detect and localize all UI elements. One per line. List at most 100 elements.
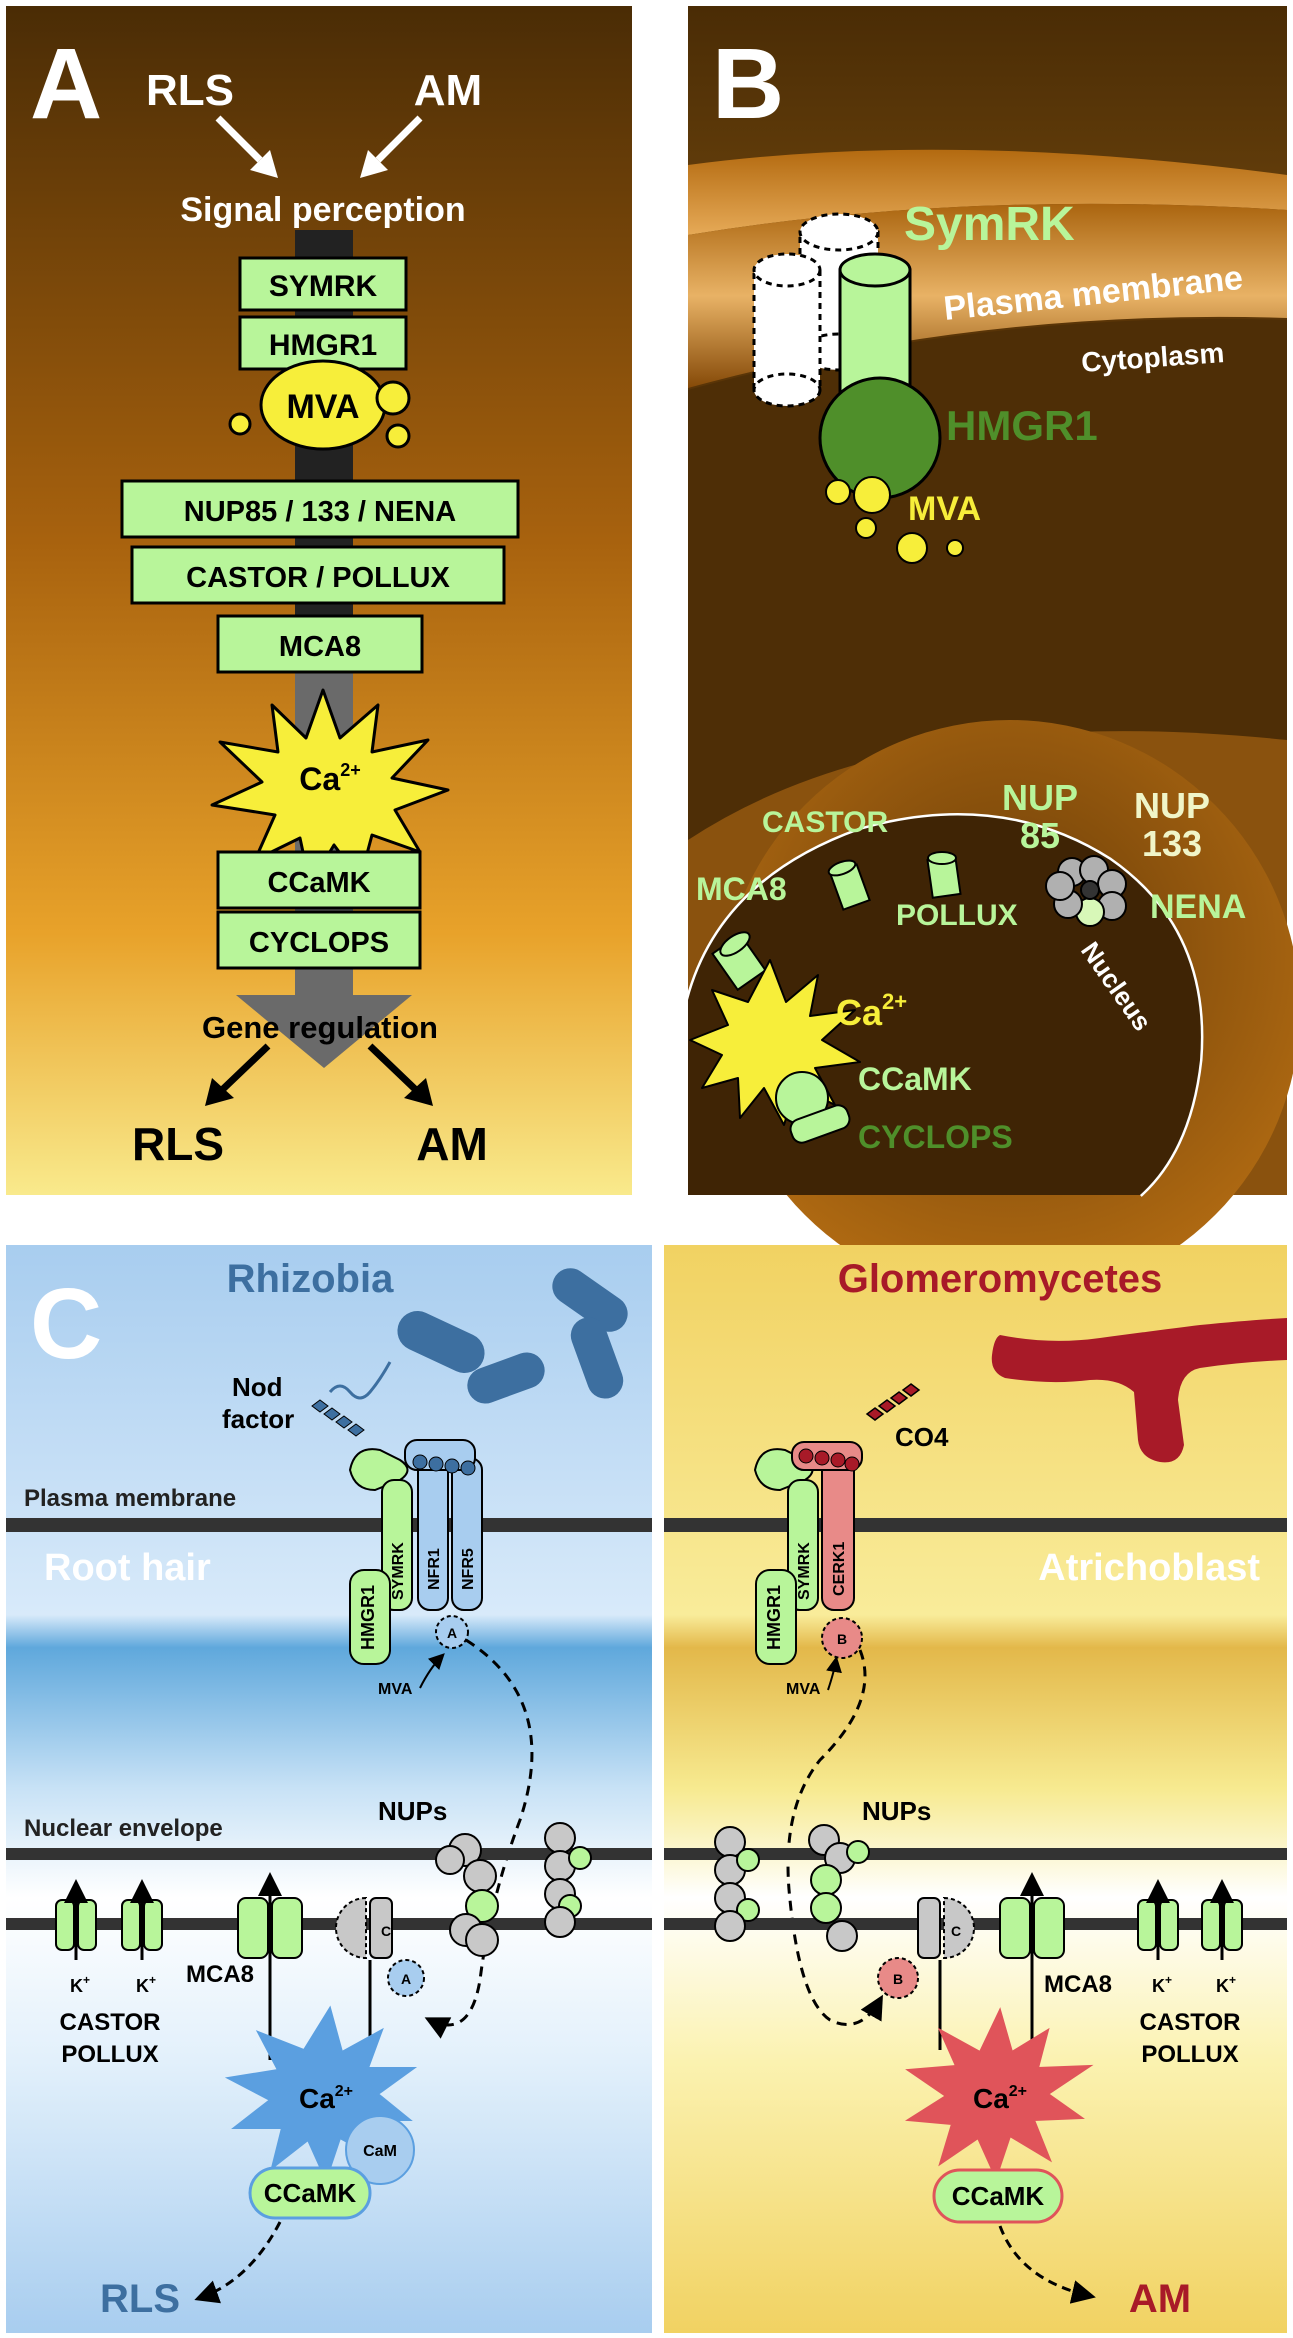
svg-text:Ca2+: Ca2+ (973, 2083, 1027, 2114)
signal-perception-label: Signal perception (180, 191, 465, 229)
box-ccamk: CCaMK (216, 850, 422, 910)
mva-label-c-right: MVA (786, 1681, 821, 1698)
plasma-membrane-line (6, 1518, 652, 1532)
cam-left (345, 2115, 415, 2185)
svg-text:MVA: MVA (286, 388, 359, 426)
component-b2-right (877, 1957, 919, 1999)
nups-label-left: NUPs (378, 1796, 447, 1826)
ccamk-left (248, 2166, 372, 2220)
mca8-channel-right (999, 1872, 1065, 2060)
nup-stack-left (435, 1822, 592, 1957)
plasma-membrane-label-c: Plasma membrane (24, 1485, 236, 1512)
svg-text:Ca2+: Ca2+ (299, 760, 360, 797)
castor-channel (827, 859, 871, 911)
panel-a-output-am: AM (416, 1118, 488, 1170)
k-label-left-1: K+ (70, 1973, 90, 1996)
nup-stack-right (714, 1824, 870, 1952)
mca8-channel-left (237, 1872, 303, 2060)
nod-factor-icon (311, 1361, 392, 1437)
nuclear-envelope-inner-right (664, 1918, 1287, 1930)
component-b-right (821, 1617, 863, 1659)
fungal-hypha-icon (991, 1318, 1287, 1463)
dotted-cylinder-top (752, 252, 822, 408)
hmgr1-label-c: HMGR1 (358, 1585, 378, 1650)
k-channels-left (55, 1879, 163, 1960)
panel-b: B SymRK Plasma membrane Cytoplasm (685, 6, 1293, 1300)
cam-label: CaM (363, 2143, 397, 2160)
svg-text:CCaMK: CCaMK (267, 867, 370, 899)
nup133-label-line2: 133 (1142, 823, 1202, 864)
pollux-label-c-right: POLLUX (1141, 2041, 1238, 2068)
panel-a-output-rls: RLS (132, 1118, 224, 1170)
component-a2-label: A (401, 1971, 411, 1987)
pollux-label: POLLUX (896, 899, 1018, 932)
receptor-complex-right (753, 1441, 863, 1665)
nfr1-label: NFR1 (426, 1548, 443, 1590)
cerk1-label: CERK1 (831, 1542, 848, 1596)
panel-c-left: C Rhizobia Nod factor Plasma membrane Ro… (6, 1245, 652, 2333)
box-castor-pollux: CASTOR / POLLUX (130, 545, 506, 605)
symrk-label-c: SYMRK (390, 1542, 407, 1600)
component-b-label: B (837, 1631, 847, 1647)
mca8-label-c-left: MCA8 (186, 1961, 254, 1988)
k-label-right-2: K+ (1216, 1973, 1236, 1996)
symrk-label: SymRK (904, 198, 1075, 251)
nuclear-envelope-outer (6, 1848, 652, 1860)
pollux-channel (926, 851, 962, 899)
output-arrow-right (367, 1043, 433, 1106)
component-c-left (335, 1896, 393, 2050)
box-symrk: SYMRK (238, 256, 408, 312)
nfr5-label: NFR5 (460, 1548, 477, 1590)
pathway-arrowhead (236, 995, 412, 1068)
nod-factor-label-line2: factor (222, 1404, 294, 1434)
mva-arrow-right (826, 1656, 842, 1691)
hmgr1-label-c-right: HMGR1 (764, 1585, 784, 1650)
co4-label: CO4 (895, 1422, 949, 1452)
svg-text:SYMRK: SYMRK (269, 270, 378, 303)
panel-a-input-rls: RLS (146, 66, 234, 115)
cyclops-label-b: CYCLOPS (858, 1119, 1013, 1155)
output-am-label: AM (1129, 2277, 1191, 2321)
output-arrow-left (205, 1043, 271, 1106)
receptor-complex-left (348, 1439, 483, 1665)
ca-label-b: Ca2+ (836, 989, 907, 1033)
nuclear-envelope-label: Nuclear envelope (24, 1815, 223, 1842)
input-arrow-right (360, 115, 423, 178)
nup85-label-line1: NUP (1002, 777, 1078, 818)
panel-c-right: Glomeromycetes CO4 Atrichoblast HMGR1 SY… (664, 1245, 1287, 2333)
ccamk-label-c-left: CCaMK (264, 2178, 357, 2208)
box-hmgr1: HMGR1 (238, 315, 408, 371)
svg-text:NUP85 / 133 / NENA: NUP85 / 133 / NENA (184, 496, 456, 528)
box-nup: NUP85 / 133 / NENA (120, 479, 520, 539)
mva-label-c: MVA (378, 1681, 413, 1698)
component-c-right (917, 1896, 975, 2050)
k-label-left-2: K+ (136, 1973, 156, 1996)
mva-arrow-left (419, 1653, 445, 1689)
svg-text:CYCLOPS: CYCLOPS (249, 927, 389, 959)
nod-factor-label-line1: Nod (232, 1372, 283, 1402)
nup85-label-line2: 85 (1020, 815, 1060, 856)
box-mca8: MCA8 (216, 614, 424, 674)
signal-path-left (424, 1638, 534, 2039)
pollux-label-c-left: POLLUX (61, 2041, 158, 2068)
root-hair-label: Root hair (44, 1547, 211, 1589)
signal-path-right (786, 1649, 883, 2026)
k-label-right-1: K+ (1152, 1973, 1172, 1996)
mca8-label-c-right: MCA8 (1044, 1971, 1112, 1998)
component-a-left (435, 1615, 469, 1649)
hmgr1-label: HMGR1 (946, 402, 1098, 449)
svg-text:Ca2+: Ca2+ (299, 2083, 353, 2114)
rhizobia-title: Rhizobia (227, 1257, 394, 1301)
glomeromycetes-title: Glomeromycetes (838, 1257, 1163, 1301)
component-c-label-right: C (951, 1923, 961, 1939)
calcium-star: Ca2+ (210, 688, 450, 887)
castor-label-c-left: CASTOR (60, 2009, 161, 2036)
nena-label: NENA (1150, 888, 1246, 926)
nup-complex (1045, 855, 1127, 927)
symrk-label-c-right: SYMRK (796, 1542, 813, 1600)
calcium-star-c-right: Ca2+ (904, 2007, 1094, 2181)
mca8-channel (711, 931, 767, 992)
castor-label-c-right: CASTOR (1140, 2009, 1241, 2036)
nups-label-right: NUPs (862, 1796, 931, 1826)
